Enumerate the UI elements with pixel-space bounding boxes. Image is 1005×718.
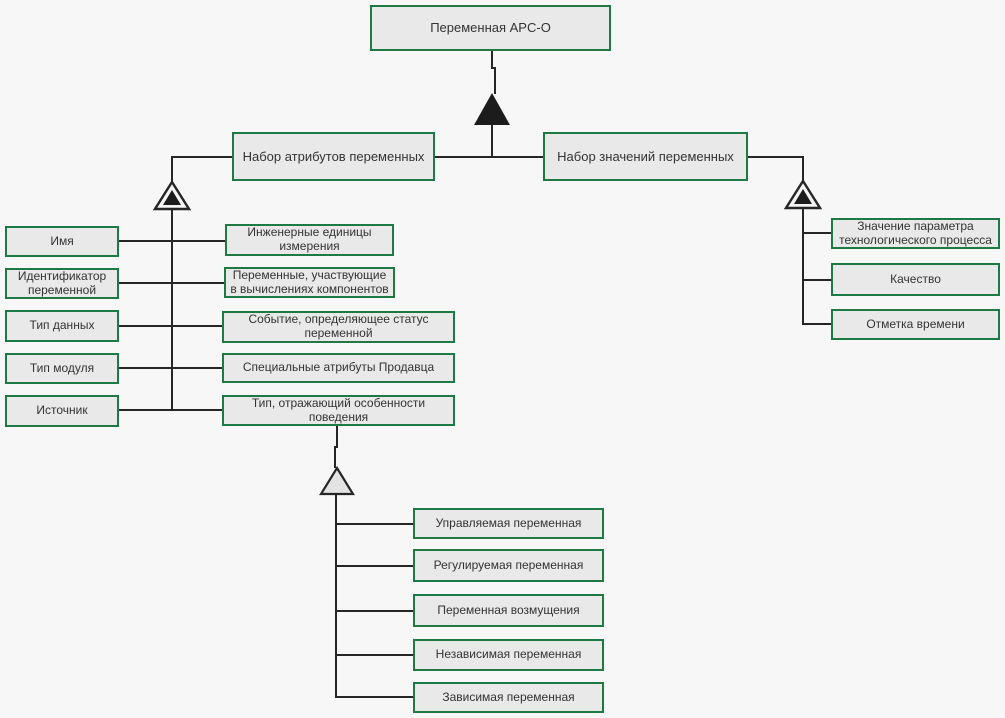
connector-line bbox=[334, 446, 338, 448]
node-value-timestamp: Отметка времени bbox=[831, 309, 1000, 340]
connector-line bbox=[119, 367, 222, 369]
solid-triangle-icon bbox=[474, 93, 510, 125]
connector-line bbox=[335, 494, 337, 698]
connector-line bbox=[491, 51, 493, 69]
connector-line bbox=[119, 325, 222, 327]
connector-line bbox=[748, 156, 804, 158]
connector-line bbox=[119, 282, 224, 284]
node-attr-engineering-units: Инженерные единицы измерения bbox=[225, 224, 394, 256]
node-attr-behavior-type: Тип, отражающий особенности поведения bbox=[222, 395, 455, 426]
connector-line bbox=[171, 156, 232, 158]
connector-line bbox=[802, 232, 831, 234]
connector-line bbox=[802, 323, 831, 325]
connector-line bbox=[435, 156, 543, 158]
node-attr-status-event: Событие, определяющее статус переменной bbox=[222, 311, 455, 343]
connector-line bbox=[171, 156, 173, 183]
node-attr-name: Имя bbox=[5, 226, 119, 257]
connector-line bbox=[335, 610, 413, 612]
connector-line bbox=[119, 409, 222, 411]
connector-line bbox=[335, 565, 413, 567]
node-value-quality: Качество bbox=[831, 263, 1000, 296]
connector-line bbox=[491, 67, 496, 69]
connector-line bbox=[335, 696, 413, 698]
node-attr-component-variables: Переменные, участвующие в вычислениях ко… bbox=[224, 267, 395, 298]
open-triangle-icon bbox=[319, 466, 355, 496]
node-attr-data-type: Тип данных bbox=[5, 310, 119, 342]
node-type-dependent: Зависимая переменная bbox=[413, 682, 604, 713]
node-attr-source: Источник bbox=[5, 395, 119, 427]
node-value-set: Набор значений переменных bbox=[543, 132, 748, 181]
node-type-manipulated: Управляемая переменная bbox=[413, 508, 604, 539]
connector-line bbox=[335, 523, 413, 525]
node-attr-module-type: Тип модуля bbox=[5, 353, 119, 384]
connector-line bbox=[119, 240, 225, 242]
connector-line bbox=[336, 426, 338, 448]
connector-line bbox=[802, 207, 804, 325]
node-type-independent: Независимая переменная bbox=[413, 639, 604, 671]
node-value-process-parameter: Значение параметра технологического проц… bbox=[831, 218, 1000, 249]
node-type-disturbance: Переменная возмущения bbox=[413, 594, 604, 627]
connector-line bbox=[334, 446, 336, 468]
nested-triangle-icon bbox=[153, 180, 191, 211]
node-attr-identifier: Идентификатор переменной bbox=[5, 268, 119, 299]
node-attr-vendor-attributes: Специальные атрибуты Продавца bbox=[222, 353, 455, 383]
connector-line bbox=[335, 654, 413, 656]
nested-triangle-icon bbox=[784, 179, 822, 210]
connector-line bbox=[171, 209, 173, 411]
connector-line bbox=[491, 125, 493, 158]
node-attribute-set: Набор атрибутов переменных bbox=[232, 132, 435, 181]
connector-line bbox=[802, 279, 831, 281]
node-type-controlled: Регулируемая переменная bbox=[413, 549, 604, 582]
connector-line bbox=[494, 67, 496, 94]
connector-line bbox=[802, 156, 804, 181]
node-root-variable: Переменная APC-O bbox=[370, 5, 611, 51]
